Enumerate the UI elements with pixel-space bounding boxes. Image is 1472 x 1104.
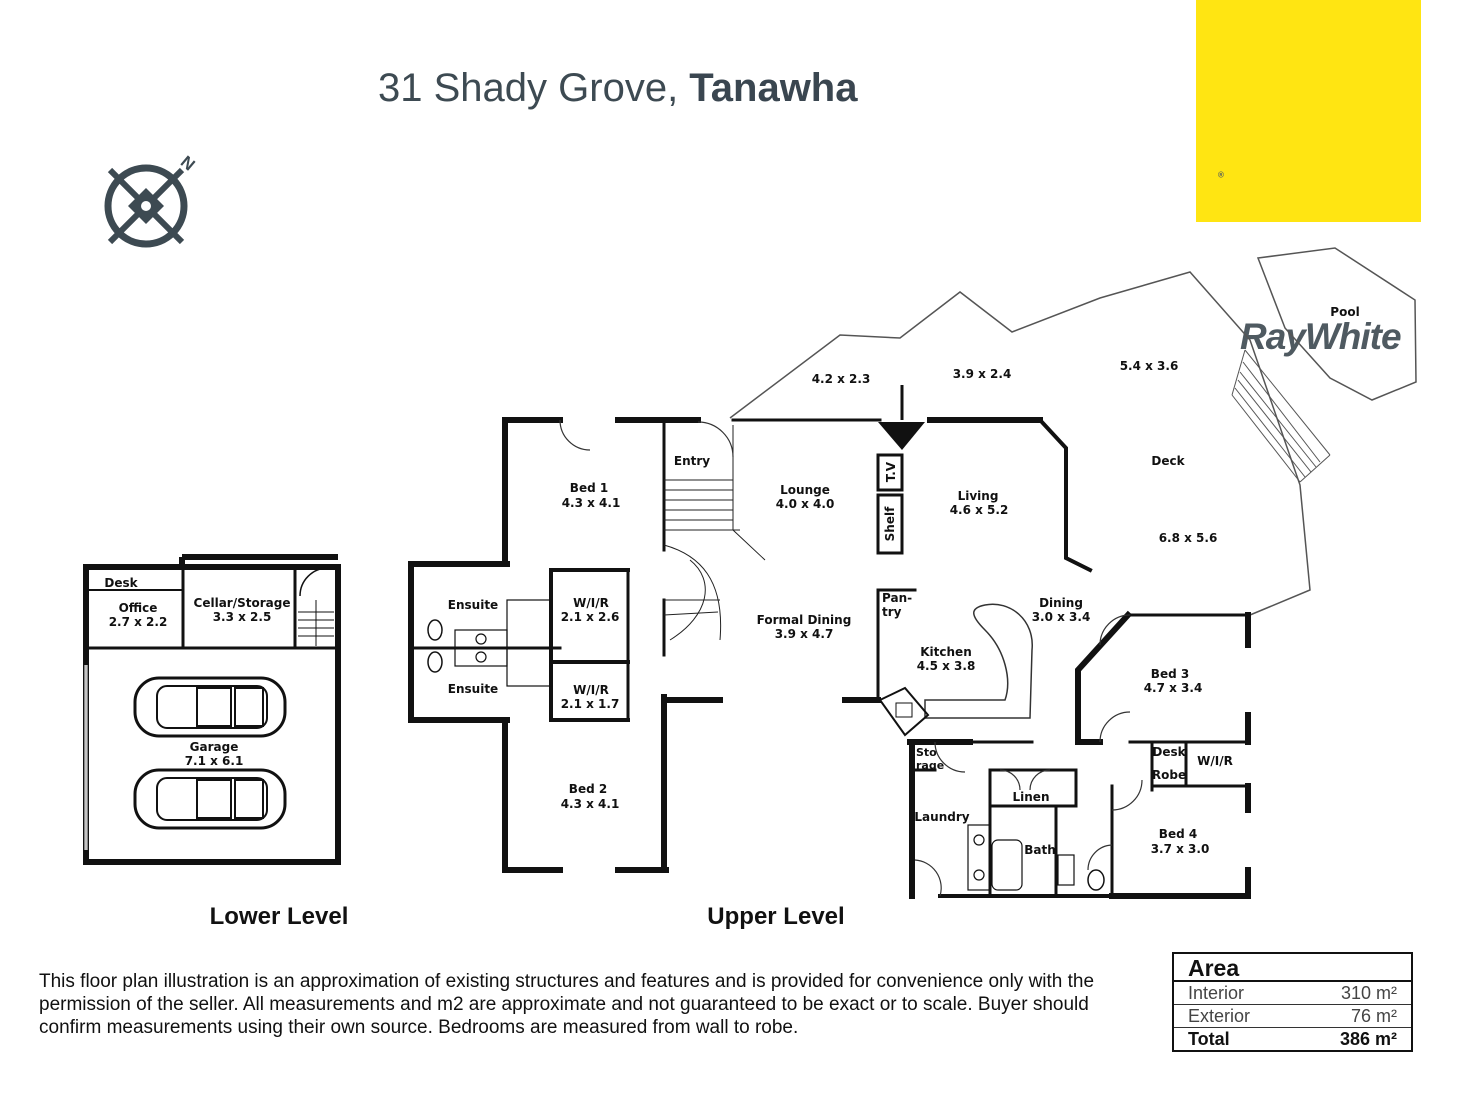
room-label: Robe (1152, 768, 1186, 782)
room-dimension: 4.3 x 4.1 (561, 797, 620, 811)
lower-level-plan (83, 554, 341, 865)
door-swings (559, 419, 1143, 897)
room-dimension: 3.0 x 3.4 (1032, 610, 1091, 624)
room-dimension: 4.2 x 2.3 (812, 372, 871, 386)
logo-mark: ® (1218, 170, 1224, 180)
car-icon (133, 768, 287, 830)
room-label: Bed 1 (570, 481, 608, 495)
room-dimension: 4.0 x 4.0 (776, 497, 835, 511)
room-dimension: 3.9 x 4.7 (775, 627, 834, 641)
bathtub-icon (967, 824, 1075, 891)
room-label: Ensuite (448, 598, 498, 612)
room-dimension: 4.5 x 3.8 (917, 659, 976, 673)
deck-outline (729, 271, 1311, 616)
vanity-icon (454, 599, 552, 687)
area-title: Area (1174, 954, 1411, 982)
kitchen-island (924, 603, 1033, 719)
room-label: Dining (1039, 596, 1083, 610)
room-label: Bath (1024, 843, 1056, 857)
staircase (663, 425, 766, 641)
room-dimension: 6.8 x 5.6 (1159, 531, 1218, 545)
room-dimension: 3.3 x 2.5 (213, 610, 272, 624)
room-label: Desk (104, 576, 138, 590)
room-dimension: 3.9 x 2.4 (953, 367, 1012, 381)
room-label: Lounge (780, 483, 830, 497)
pool-steps (1231, 349, 1331, 483)
room-label: W/I/R (573, 683, 609, 697)
room-label: Office (119, 601, 158, 615)
address-suburb: Tanawha (689, 66, 858, 110)
pool-outline (1256, 247, 1417, 401)
room-label: Shelf (883, 506, 897, 541)
room-label: Laundry (914, 810, 969, 824)
room-label: Entry (674, 454, 710, 468)
toilet-icon (427, 619, 1105, 891)
room-label: Cellar/Storage (194, 596, 291, 610)
room-label: rage (916, 759, 944, 772)
room-dimension: 2.7 x 2.2 (109, 615, 168, 629)
address-street: 31 Shady Grove, (378, 66, 690, 110)
upper-level-label: Upper Level (707, 903, 844, 930)
room-label: Formal Dining (757, 613, 852, 627)
room-dimension: 5.4 x 3.6 (1120, 359, 1179, 373)
room-label: Living (958, 489, 999, 503)
logo-text: RayWhite (1240, 316, 1402, 357)
shelf-unit (876, 493, 904, 555)
room-label: Deck (1151, 454, 1185, 468)
room-dimension: 4.6 x 5.2 (950, 503, 1009, 517)
car-icon (133, 676, 287, 738)
upper-level-walls (408, 417, 1251, 899)
room-label: try (882, 605, 902, 619)
room-label: Desk (1152, 745, 1186, 759)
room-dimension: 2.1 x 1.7 (561, 697, 620, 711)
disclaimer-text: This floor plan illustration is an appro… (39, 971, 1095, 1038)
room-label: Bed 2 (569, 782, 607, 796)
room-label: Garage (190, 740, 239, 754)
lower-level-label: Lower Level (210, 903, 349, 930)
room-label: Kitchen (920, 645, 972, 659)
room-label: Sto (916, 746, 937, 759)
room-dimension: 4.7 x 3.4 (1144, 681, 1203, 695)
room-label: Ensuite (448, 682, 498, 696)
tv-unit (876, 453, 904, 492)
room-label: T.V (884, 461, 898, 482)
room-dimension: 4.3 x 4.1 (562, 496, 621, 510)
sink-icon (878, 686, 930, 737)
property-address: 31 Shady Grove, Tanawha (378, 66, 857, 111)
compass-icon (104, 164, 188, 248)
room-label: Linen (1013, 790, 1050, 804)
room-label: W/I/R (573, 596, 609, 610)
room-dimension: 7.1 x 6.1 (185, 754, 244, 768)
room-label: W/I/R (1197, 754, 1233, 768)
fireplace-icon (878, 422, 925, 450)
raywhite-logo: RayWhite ® (1196, 0, 1421, 357)
room-label: Bed 4 (1159, 827, 1197, 841)
room-dimension: 2.1 x 2.6 (561, 610, 620, 624)
room-dimension: 3.7 x 3.0 (1151, 842, 1210, 856)
room-label: Pool (1330, 305, 1359, 319)
room-label: Pan- (882, 591, 912, 605)
room-label: Bed 3 (1151, 667, 1189, 681)
